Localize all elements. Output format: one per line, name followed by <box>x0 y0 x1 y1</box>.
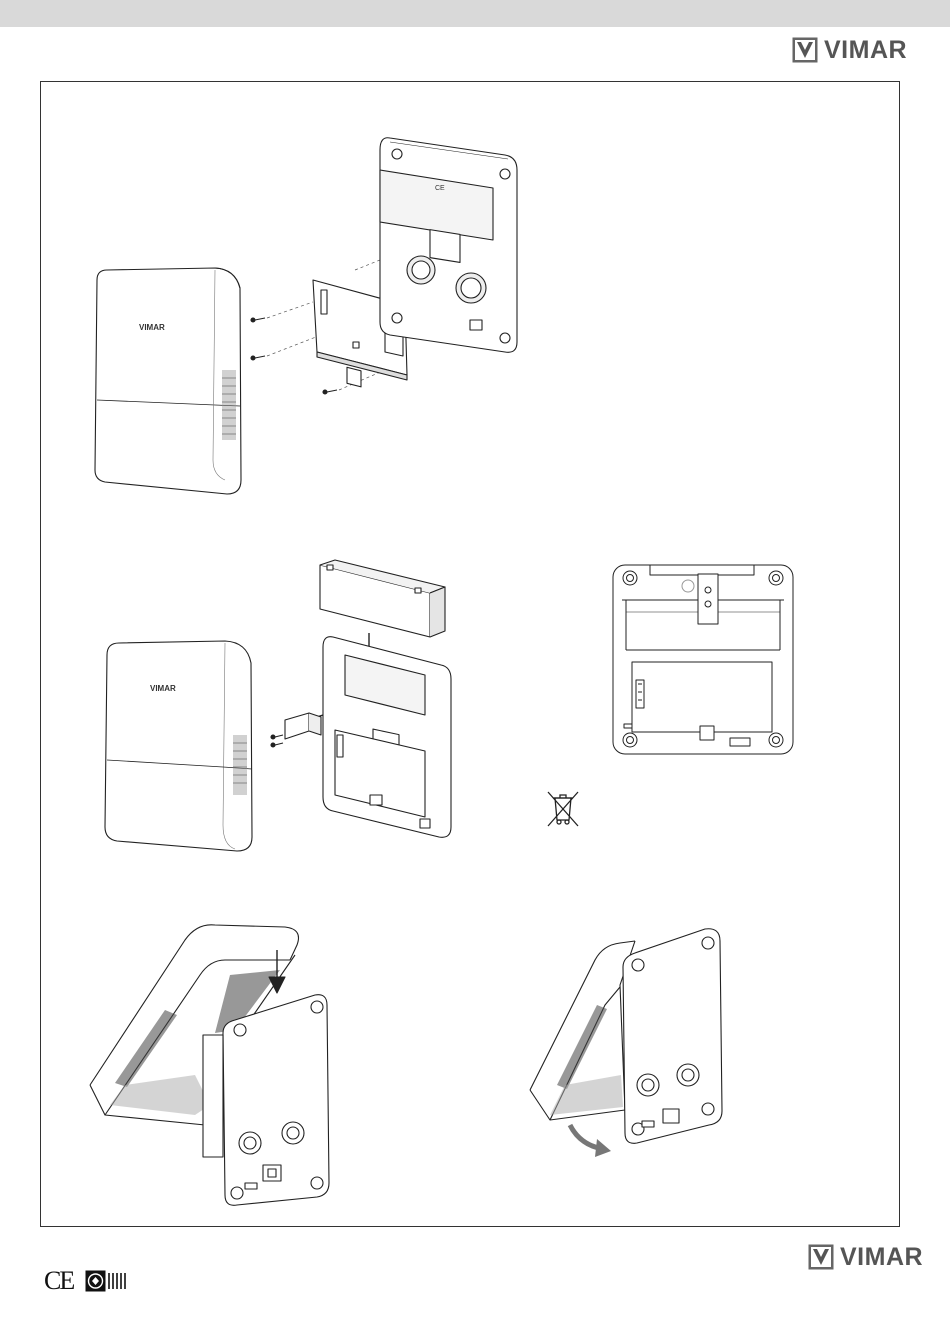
battery-installation-figure: VIMAR <box>95 555 465 875</box>
cover-attach-figure <box>85 915 345 1215</box>
exploded-assembly-figure: VIMAR CE <box>85 130 535 510</box>
device-brand-label-2: VIMAR <box>150 684 176 693</box>
base-top-view-figure <box>612 562 794 756</box>
device-brand-label: VIMAR <box>139 323 165 332</box>
vimar-logo-icon <box>792 37 818 63</box>
ce-mark: CE <box>44 1266 73 1296</box>
brand-name: VIMAR <box>824 38 907 63</box>
vimar-logo-bottom: VIMAR <box>808 1244 923 1270</box>
weee-disposal-icon <box>545 788 581 828</box>
vimar-logo-icon-bottom <box>808 1244 834 1270</box>
vimar-logo-top: VIMAR <box>792 37 907 63</box>
brand-name-bottom: VIMAR <box>840 1245 923 1270</box>
header-band <box>0 0 950 27</box>
certification-marks: CE <box>44 1266 129 1296</box>
ce-marking-label: CE <box>435 185 445 192</box>
cover-close-figure <box>525 925 755 1165</box>
imq-certification-icon <box>85 1270 129 1292</box>
